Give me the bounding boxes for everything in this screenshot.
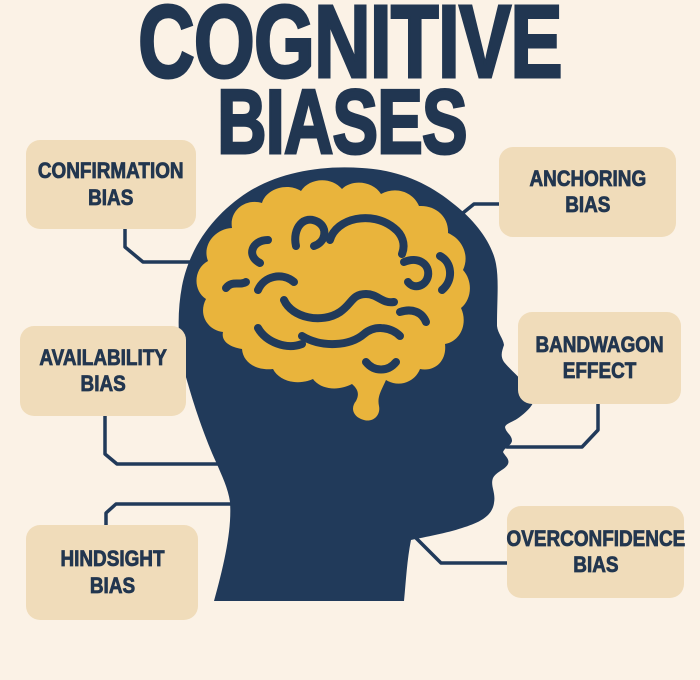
label-box-confirmation-bias: CONFIRMATION BIAS (26, 140, 196, 229)
label-overconfidence-bias: OVERCONFIDENCE BIAS (506, 525, 685, 577)
connector-overconfidence (410, 532, 509, 565)
poster-title-line1: COGNITIVE (137, 0, 564, 99)
label-box-overconfidence-bias: OVERCONFIDENCE BIAS (506, 506, 685, 598)
connector-hindsight (104, 502, 242, 527)
label-confirmation-bias: CONFIRMATION BIAS (38, 158, 184, 210)
connector-bandwagon (505, 402, 600, 449)
label-hindsight-bias: HINDSIGHT BIAS (59, 546, 165, 598)
label-box-anchoring-bias: ANCHORING BIAS (499, 147, 676, 237)
connector-availability (103, 414, 230, 466)
poster-title-line2: BIASES (216, 72, 469, 173)
label-availability-bias: AVAILABILITY BIAS (39, 344, 167, 396)
label-anchoring-bias: ANCHORING BIAS (529, 165, 646, 217)
label-box-availability-bias: AVAILABILITY BIAS (20, 326, 186, 416)
label-box-hindsight-bias: HINDSIGHT BIAS (26, 525, 198, 620)
brain-gyri (222, 214, 454, 374)
label-bandwagon-effect: BANDWAGON EFFECT (535, 331, 664, 383)
label-box-bandwagon-effect: BANDWAGON EFFECT (518, 312, 681, 404)
connector-confirmation (123, 226, 198, 264)
